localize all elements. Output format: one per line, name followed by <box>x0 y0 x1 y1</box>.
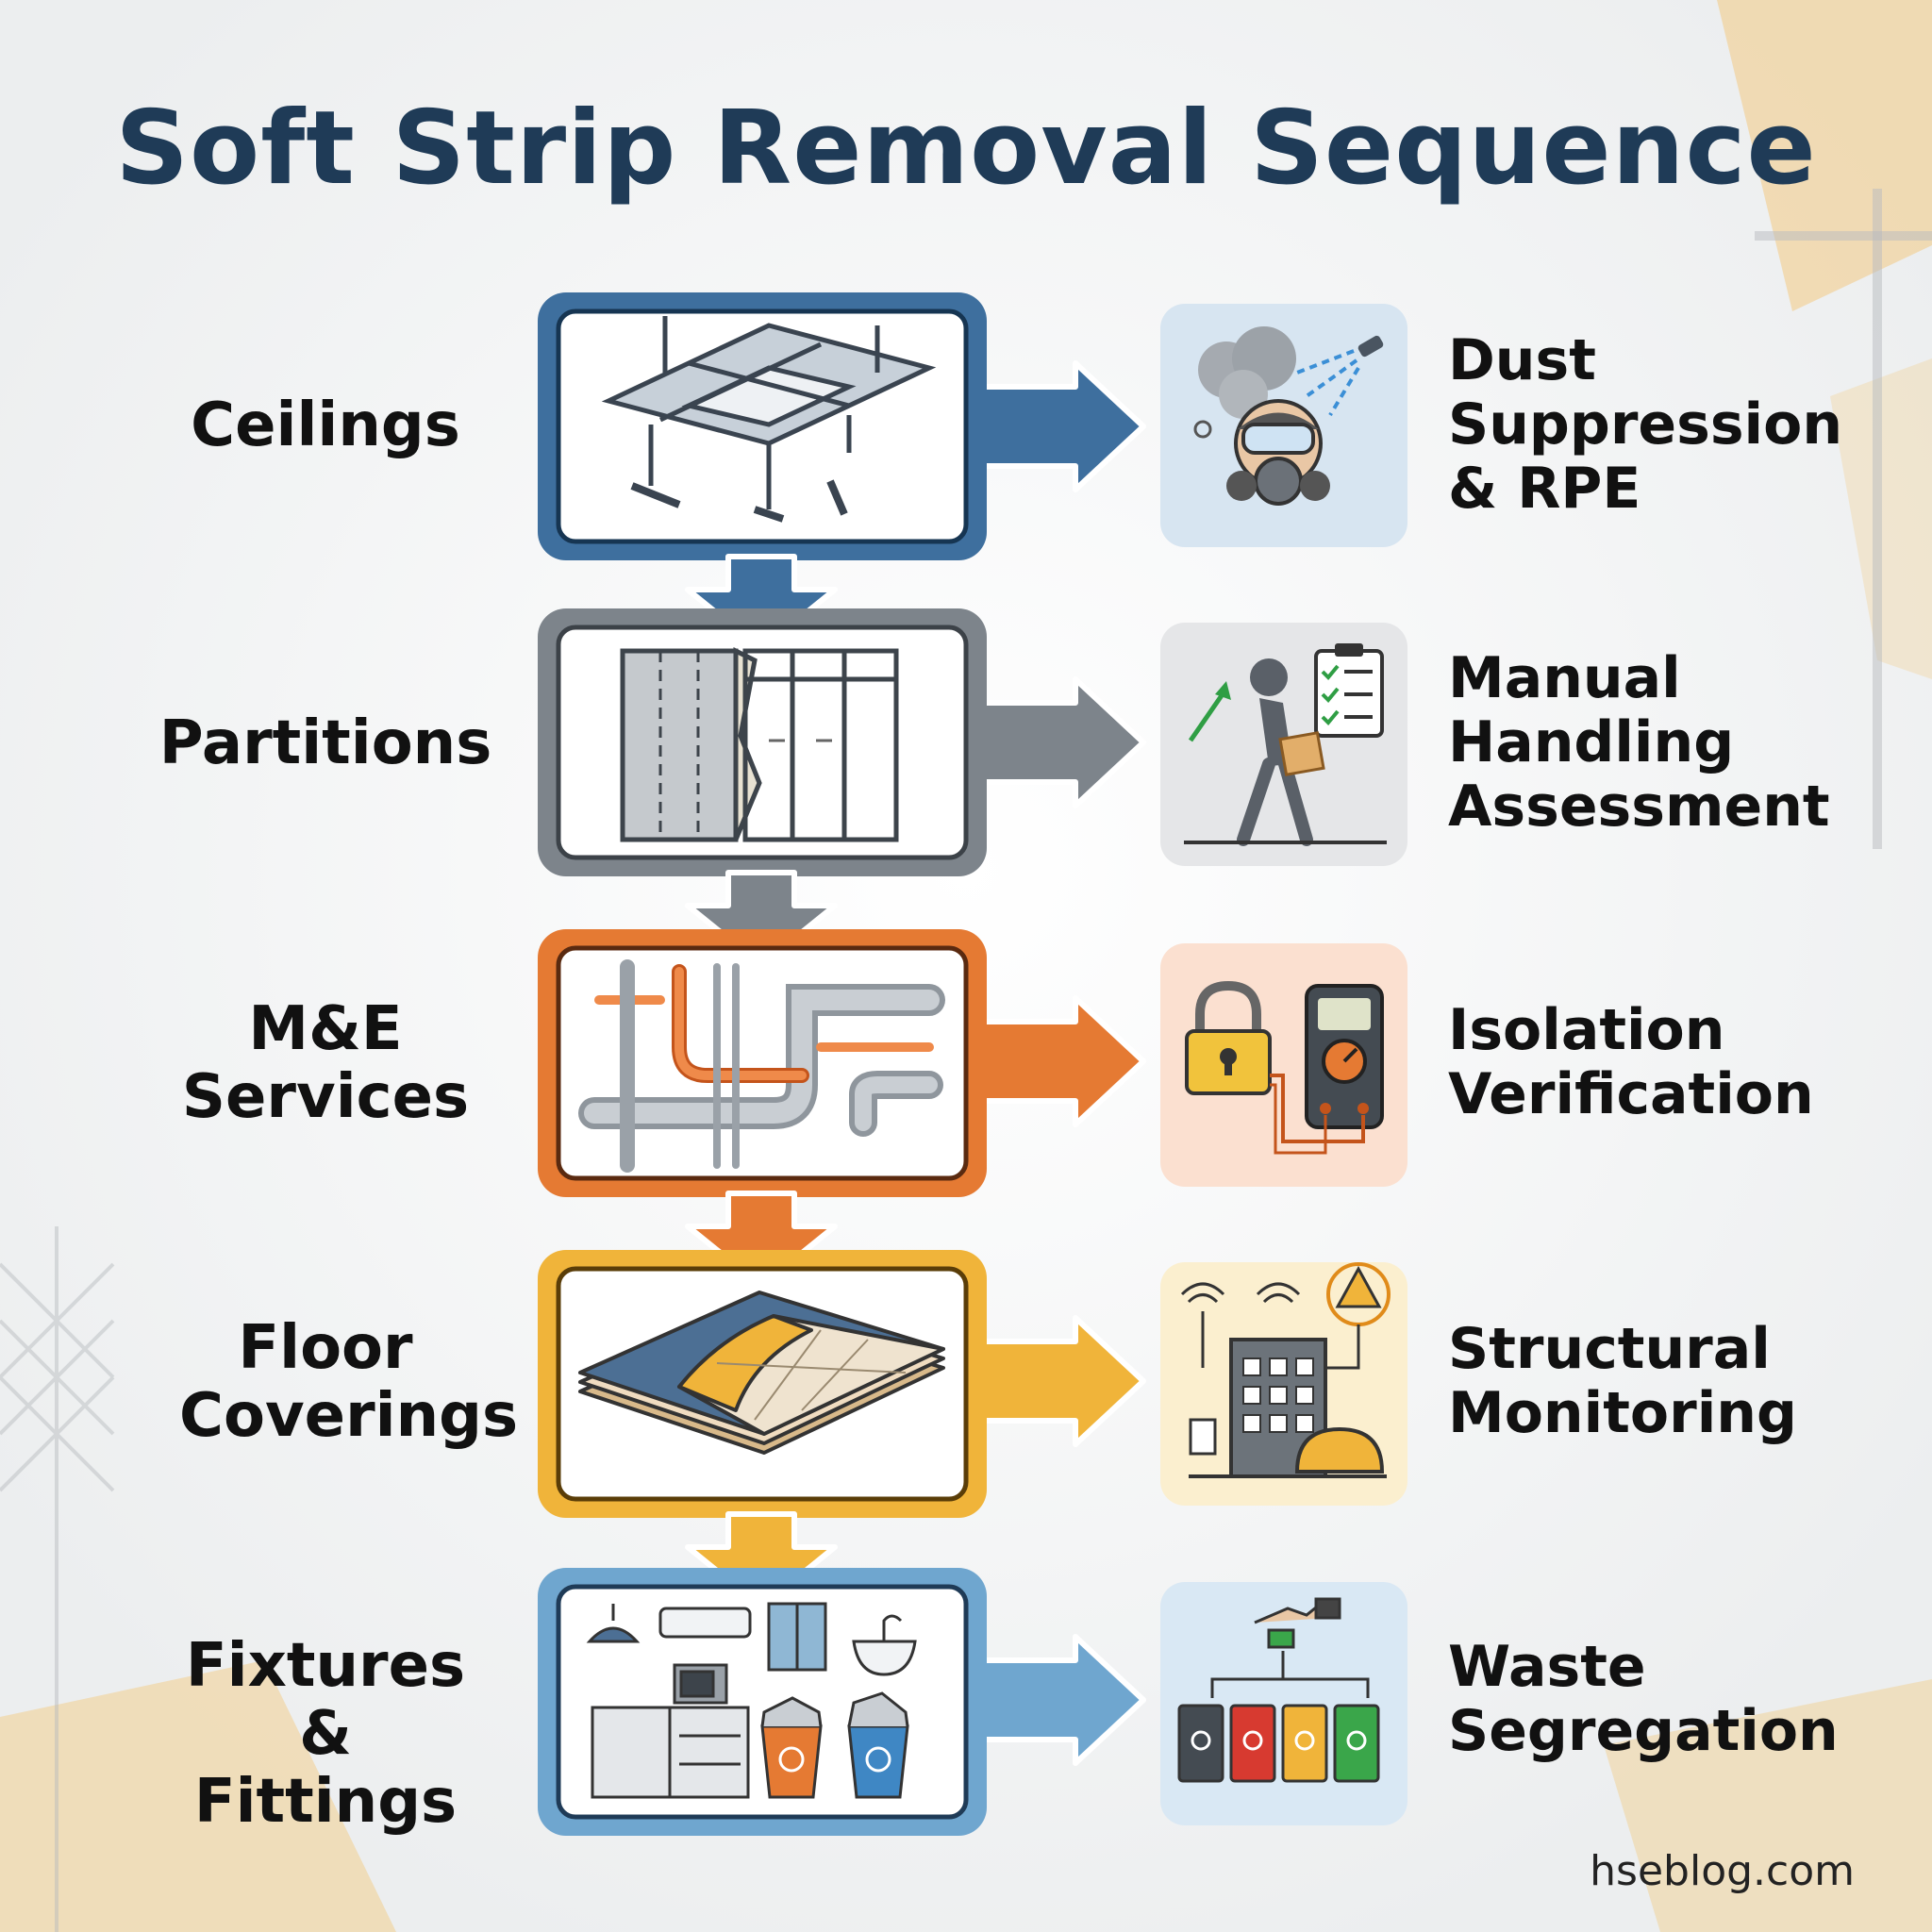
pipework-icon <box>578 959 945 1173</box>
stage-floor-coverings <box>538 1250 1407 1609</box>
partition-stud-wall-icon <box>620 646 899 842</box>
control-label-dust-suppression: Dust Suppression & RPE <box>1448 327 1843 522</box>
floor-layers-icon <box>578 1291 945 1455</box>
control-label-isolation: Isolation Verification <box>1448 997 1814 1127</box>
footer-source: hseblog.com <box>1590 1847 1855 1895</box>
stage-ceilings <box>538 292 1407 652</box>
arrow-ceilings-to-control <box>978 360 1146 492</box>
fixtures-recycling-icon <box>586 1602 917 1799</box>
building-sensor-hardhat-icon <box>1180 1262 1391 1478</box>
control-label-waste: Waste Segregation <box>1448 1634 1839 1764</box>
stage-partitions <box>538 608 1407 968</box>
respirator-spray-icon <box>1193 326 1384 506</box>
stage-label-partitions: Partitions <box>158 708 492 778</box>
arrow-fixtures-to-control <box>978 1634 1146 1766</box>
recycling-bins-icon <box>1177 1597 1380 1783</box>
arrow-floor-to-control <box>978 1315 1146 1447</box>
arrow-me-to-control <box>978 995 1146 1127</box>
control-label-manual-handling: Manual Handling Assessment <box>1448 645 1830 840</box>
ceiling-grid-icon <box>601 316 937 523</box>
stage-me-services <box>538 929 1407 1289</box>
stage-label-ceilings: Ceilings <box>191 391 460 460</box>
stage-label-me-services: M&E Services <box>181 994 470 1132</box>
control-label-structural: Structural Monitoring <box>1448 1316 1797 1446</box>
stage-fixtures-fittings <box>538 1568 1407 1836</box>
arrow-partitions-to-control <box>978 676 1146 808</box>
lock-multimeter-icon <box>1185 980 1384 1155</box>
stage-label-floor-coverings: Floor Coverings <box>179 1313 519 1451</box>
stage-label-fixtures-fittings: Fixtures & Fittings <box>185 1631 466 1837</box>
page-title: Soft Strip Removal Sequence <box>115 90 1817 208</box>
worker-lifting-checklist-icon <box>1184 643 1387 846</box>
